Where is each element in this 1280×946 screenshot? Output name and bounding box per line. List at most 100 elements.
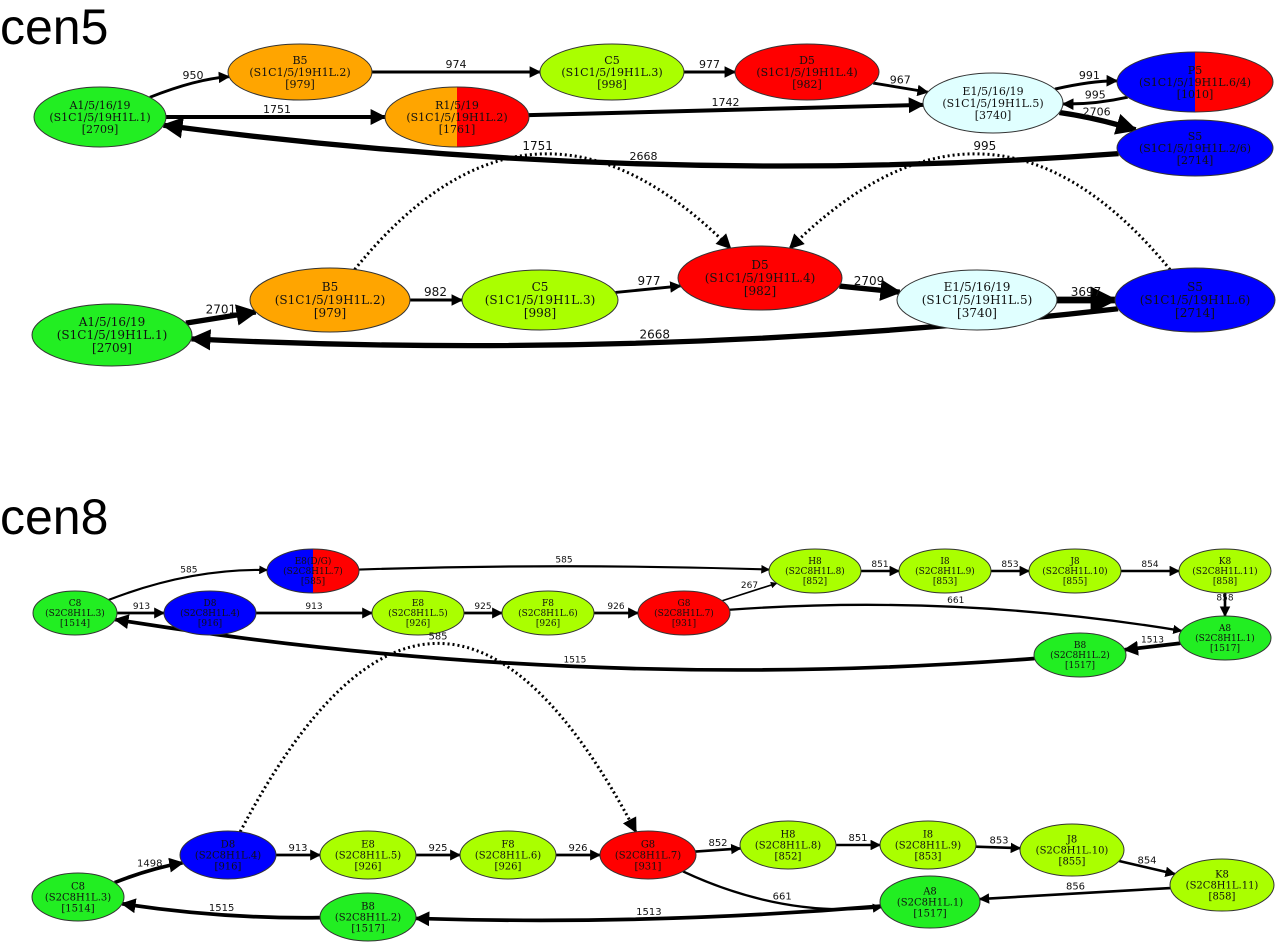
edge-P5-to-E1 (1061, 95, 1128, 110)
node-count: [916] (215, 862, 242, 873)
node-G8[interactable]: G8(S2C8H1L.7)[931] (637, 590, 731, 636)
node-name: S5 (1188, 130, 1203, 143)
node-I8[interactable]: I8(S2C8H1L.9)[853] (879, 820, 977, 870)
node-C5[interactable]: C5(S1C1/5/19H1L.3)[998] (539, 43, 685, 101)
edge-label: 2706 (1083, 105, 1111, 118)
node-G8[interactable]: G8(S2C8H1L.7)[931] (599, 830, 697, 880)
edge-A8-to-B8 (1123, 640, 1181, 656)
node-code: (S1C1/5/19H1L.3) (485, 293, 596, 307)
node-A8[interactable]: A8(S2C8H1L.1)[1517] (1178, 615, 1272, 661)
node-H8[interactable]: H8(S2C8H1L.8)[852] (768, 548, 862, 594)
node-H8[interactable]: H8(S2C8H1L.8)[852] (739, 820, 837, 870)
node-C8[interactable]: C8(S2C8H1L.3)[1514] (31, 872, 125, 922)
node-B8[interactable]: B8(S2C8H1L.2)[1517] (319, 892, 417, 942)
node-ellipse (163, 590, 257, 636)
edge-label: 2668 (640, 328, 671, 342)
node-D8[interactable]: D8(S2C8H1L.4)[916] (163, 590, 257, 636)
node-C5[interactable]: C5(S1C1/5/19H1L.3)[998] (461, 269, 619, 331)
node-name: C8 (71, 882, 85, 893)
node-code: (S1C1/5/19H1L.4) (756, 66, 857, 79)
node-count: [982] (744, 284, 776, 298)
node-EDG[interactable]: E8(D/G)(S2C8H1L.7)[585] (266, 548, 360, 594)
node-count: [855] (1059, 857, 1086, 868)
node-name: J8 (1066, 835, 1077, 846)
node-name: E8 (412, 599, 425, 609)
node-name: B8 (361, 902, 375, 913)
node-E1[interactable]: E1/5/16/19(S1C1/5/19H1L.5)[3740] (922, 72, 1064, 134)
node-code: (S2C8H1L.6) (518, 608, 578, 619)
node-K8[interactable]: K8(S2C8H1L.11)[858] (1169, 858, 1275, 912)
node-count: [979] (314, 306, 346, 320)
node-count: [2709] (92, 341, 132, 355)
node-C8[interactable]: C8(S2C8H1L.3)[1514] (32, 590, 118, 636)
node-I8[interactable]: I8(S2C8H1L.9)[853] (898, 548, 992, 594)
node-count: [998] (597, 78, 627, 91)
node-E8[interactable]: E8(S2C8H1L.5)[926] (371, 590, 465, 636)
node-ellipse (539, 43, 685, 101)
edge-label: 856 (1066, 882, 1085, 893)
edge-label: 661 (947, 596, 964, 606)
node-E1[interactable]: E1/5/16/19(S1C1/5/19H1L.5)[3740] (896, 269, 1058, 331)
edge-C8-to-EDG (108, 565, 268, 601)
node-ellipse (459, 830, 557, 880)
edge-label: 853 (1001, 560, 1018, 570)
node-B8[interactable]: B8(S2C8H1L.2)[1517] (1033, 632, 1127, 678)
node-name: B5 (292, 54, 307, 67)
node-code: (S2C8H1L.7) (615, 851, 681, 862)
node-count: [2714] (1177, 154, 1214, 167)
edge-label: 585 (180, 566, 197, 576)
node-B5[interactable]: B5(S1C1/5/19H1L.2)[979] (249, 267, 411, 333)
node-ellipse (637, 590, 731, 636)
node-S5[interactable]: S5(S1C1/5/19H1L.2/6)[2714] (1116, 119, 1274, 177)
edge-label: 1751 (522, 139, 553, 153)
edge-label: 858 (1216, 594, 1233, 604)
node-count: [926] (355, 862, 382, 873)
edge-A-to-B5 (149, 71, 231, 99)
node-J8[interactable]: J8(S2C8H1L.10)[855] (1028, 548, 1122, 594)
node-E8[interactable]: E8(S2C8H1L.5)[926] (319, 830, 417, 880)
node-P5[interactable]: P5(S1C1/5/19H1L.6/4)[1010] (1116, 51, 1274, 113)
node-D8[interactable]: D8(S2C8H1L.4)[916] (179, 830, 277, 880)
node-A8[interactable]: A8(S2C8H1L.1)[1517] (879, 875, 981, 929)
node-K8[interactable]: K8(S2C8H1L.11)[858] (1178, 548, 1272, 594)
edge-label: 925 (474, 602, 491, 612)
node-D5[interactable]: D5(S1C1/5/19H1L.4)[982] (734, 43, 880, 101)
node-count: [853] (933, 577, 957, 587)
node-ellipse (319, 892, 417, 942)
node-ellipse (371, 590, 465, 636)
node-name: K8 (1215, 870, 1229, 881)
node-code: (S2C8H1L.2) (1050, 650, 1110, 661)
edge-S5-to-D5 (788, 152, 1172, 271)
node-F8[interactable]: F8(S2C8H1L.6)[926] (459, 830, 557, 880)
node-A[interactable]: A1/5/16/19(S1C1/5/19H1L.1)[2709] (33, 86, 167, 148)
edge-label: 977 (699, 58, 720, 71)
node-count: [852] (803, 577, 827, 587)
node-name: D5 (799, 54, 815, 67)
node-J8[interactable]: J8(S2C8H1L.10)[855] (1019, 823, 1125, 877)
edge-G8-to-H8 (721, 581, 778, 602)
node-ellipse (319, 830, 417, 880)
edge-label: 926 (568, 843, 587, 854)
node-D5[interactable]: D5(S1C1/5/19H1L.4)[982] (677, 245, 843, 311)
node-B5[interactable]: B5(S1C1/5/19H1L.2)[979] (227, 43, 373, 101)
edge-label: 1515 (563, 655, 586, 665)
node-name: I8 (923, 830, 933, 841)
node-code: (S2C8H1L.7) (654, 608, 714, 619)
node-A[interactable]: A1/5/16/19(S1C1/5/19H1L.1)[2709] (31, 303, 193, 367)
edge-label: 974 (446, 58, 467, 71)
edge-label: 851 (871, 560, 888, 570)
node-name: J8 (1069, 557, 1080, 567)
edge-label: 926 (607, 602, 624, 612)
node-R1[interactable]: R1/5/19(S1C1/5/19H1L.2)[1761] (384, 86, 530, 148)
section-title-cen8: cen8 (0, 489, 109, 545)
edge-label: 913 (133, 602, 150, 612)
node-code: (S2C8H1L.4) (195, 851, 261, 862)
node-ellipse (1169, 858, 1275, 912)
node-ellipse (501, 590, 595, 636)
node-F8[interactable]: F8(S2C8H1L.6)[926] (501, 590, 595, 636)
node-S5[interactable]: S5(S1C1/5/19H1L.6)[2714] (1114, 267, 1276, 333)
node-ellipse (599, 830, 697, 880)
node-ellipse (1116, 119, 1274, 177)
node-ellipse (33, 86, 167, 148)
